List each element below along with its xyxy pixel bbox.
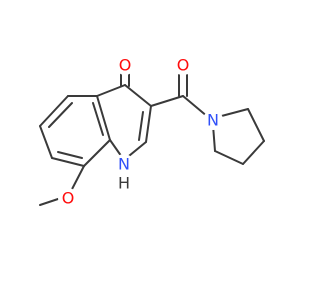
bond-c8-c8a — [83, 139, 111, 167]
bond-c3-c2-inner — [138, 111, 144, 141]
bond-c5-c6 — [39, 95, 69, 127]
atom-o-methoxy-label: O — [62, 189, 75, 208]
atom-n-pyrrolidine: N — [203, 110, 223, 130]
bond-c3-camide — [150, 95, 184, 107]
atom-n-ring: N — [114, 154, 134, 174]
atom-o-amide: O — [173, 55, 193, 75]
bond-c7-c8-inner — [57, 151, 83, 159]
bond-camide-n — [182, 95, 209, 118]
bond-cc-cd — [214, 150, 244, 165]
bond-c4-c3 — [124, 84, 152, 107]
bond-c8-omethoxy — [69, 165, 85, 194]
bonds — [39, 65, 265, 206]
bond-cb-cc — [242, 140, 265, 165]
bond-ca-cb — [247, 108, 265, 142]
atom-h-ring: H — [116, 174, 132, 193]
atom-o-keto: O — [115, 55, 135, 75]
atom-o-methoxy: O — [58, 188, 78, 208]
bond-c8a-c4a-inner — [92, 102, 104, 136]
bond-c8a-c4a — [96, 95, 111, 141]
atom-n-pyrrolidine-label: N — [207, 111, 219, 130]
atom-n-ring-label: N — [118, 155, 130, 174]
bond-c3-c2 — [145, 105, 152, 143]
atom-labels: O O N N H O — [58, 55, 223, 208]
atom-o-amide-label: O — [177, 56, 190, 75]
bond-c6-c7 — [39, 125, 53, 159]
bond-c4a-c4 — [96, 84, 126, 97]
atom-o-keto-label: O — [119, 56, 132, 75]
atom-h-ring-label: H — [118, 174, 130, 193]
molecule-structure-diagram: O O N N H O — [39, 55, 265, 208]
bond-c7-c8 — [51, 157, 85, 167]
bond-c5-c6-inner — [48, 102, 73, 128]
